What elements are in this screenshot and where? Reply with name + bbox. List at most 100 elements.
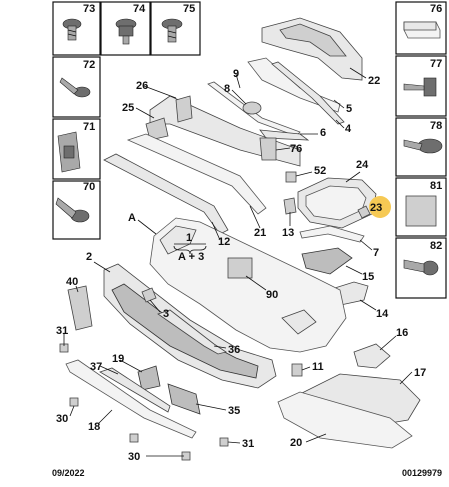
clip-30-left <box>69 397 79 407</box>
box-75: 75 <box>150 1 201 56</box>
callout-A-plus-3: A + 3 <box>178 251 204 263</box>
callout-31-left: 31 <box>56 325 68 337</box>
callout-9: 9 <box>233 68 239 80</box>
callout-37: 37 <box>90 361 102 373</box>
panel-40 <box>67 285 93 331</box>
reinforcement-26 <box>149 95 301 167</box>
box-77-label: 77 <box>430 58 442 70</box>
callout-2: 2 <box>86 251 92 263</box>
badge-8 <box>242 101 262 115</box>
trim-6 <box>259 129 310 141</box>
chrome-strip-9 <box>207 81 301 137</box>
part-23 <box>357 205 371 219</box>
box-70-label: 70 <box>83 181 95 193</box>
box-76-label: 76 <box>430 3 442 15</box>
insert-19 <box>137 365 161 391</box>
callout-3: 3 <box>163 308 169 320</box>
box-81: 81 <box>395 177 447 237</box>
callout-labels: 26 25 9 8 22 5 4 6 76 52 24 23 21 12 13 … <box>56 68 426 463</box>
box-75-label: 75 <box>183 3 195 15</box>
callout-18: 18 <box>88 421 100 433</box>
upper-carrier-22 <box>261 17 363 81</box>
insert-35 <box>167 383 201 415</box>
callout-24: 24 <box>356 159 369 171</box>
callout-19: 19 <box>112 353 124 365</box>
box-81-label: 81 <box>430 180 442 192</box>
box-71: 71 <box>52 118 101 180</box>
callout-17: 17 <box>414 367 426 379</box>
callout-76: 76 <box>290 143 302 155</box>
callout-15: 15 <box>362 271 374 283</box>
box-74: 74 <box>100 1 151 56</box>
bolt-78-icon <box>403 138 443 154</box>
box-78-label: 78 <box>430 120 442 132</box>
highlight-23 <box>369 196 391 218</box>
grille-frame-24 <box>297 177 377 229</box>
screw-75-icon <box>161 18 183 43</box>
callout-35: 35 <box>228 405 240 417</box>
callout-7: 7 <box>373 247 379 259</box>
callout-90: 90 <box>266 289 278 301</box>
strip-4 <box>271 61 345 125</box>
callout-14: 14 <box>376 308 389 320</box>
bracket-16 <box>353 343 391 369</box>
callout-26: 26 <box>136 80 148 92</box>
callout-40: 40 <box>66 276 78 288</box>
callout-21: 21 <box>254 227 266 239</box>
bumper-skin-A <box>149 217 347 353</box>
footer-code: 00129979 <box>402 468 442 478</box>
screw-73-icon <box>62 18 82 41</box>
clip-52 <box>285 171 297 183</box>
clip-71-icon <box>57 131 81 173</box>
lower-lip-18 <box>65 359 197 439</box>
box-77: 77 <box>395 55 447 117</box>
bolt-70-icon <box>55 197 90 223</box>
strip-36 <box>157 309 227 355</box>
pin-82-icon <box>403 259 439 276</box>
callout-36: 36 <box>228 344 240 356</box>
callout-1: 1 <box>186 232 192 244</box>
callout-22: 22 <box>368 75 380 87</box>
drl-15 <box>301 247 353 275</box>
box-76: 76 <box>395 1 447 55</box>
box-73: 73 <box>52 1 101 56</box>
clip-13 <box>283 197 297 215</box>
brace-1 <box>173 245 207 255</box>
trim-7 <box>299 225 365 243</box>
callout-8: 8 <box>224 83 230 95</box>
box-82: 82 <box>395 237 447 299</box>
box-71-label: 71 <box>83 121 95 133</box>
callout-20: 20 <box>290 437 302 449</box>
screw-72-icon <box>59 77 91 98</box>
footer-date: 09/2022 <box>52 468 85 478</box>
box-72: 72 <box>52 56 101 118</box>
absorber-21 <box>126 133 267 215</box>
callout-4: 4 <box>345 123 352 135</box>
box-72-label: 72 <box>83 59 95 71</box>
box-82-label: 82 <box>430 240 442 252</box>
clip-11 <box>291 363 303 377</box>
callout-11: 11 <box>312 361 324 373</box>
callout-31-bottom: 31 <box>242 438 254 450</box>
callout-6: 6 <box>320 127 326 139</box>
undertray-20 <box>277 391 413 449</box>
callout-5: 5 <box>346 103 352 115</box>
bolt-77-icon <box>403 77 437 97</box>
foam-pad-76-icon <box>403 21 441 39</box>
callout-13: 13 <box>282 227 294 239</box>
callout-30-left: 30 <box>56 413 68 425</box>
box-70: 70 <box>52 180 101 240</box>
box-74-label: 74 <box>133 3 146 15</box>
box-73-label: 73 <box>83 3 95 15</box>
lower-bar-12 <box>103 153 229 235</box>
callout-A: A <box>128 212 136 224</box>
clip-30-bottom <box>129 433 139 443</box>
clip-3 <box>141 287 157 303</box>
callout-16: 16 <box>396 327 408 339</box>
bracket-25 <box>145 117 169 141</box>
box-78: 78 <box>395 117 447 177</box>
nut-74-icon <box>115 18 137 45</box>
callout-30-bottom: 30 <box>128 451 140 463</box>
callout-52: 52 <box>314 165 326 177</box>
